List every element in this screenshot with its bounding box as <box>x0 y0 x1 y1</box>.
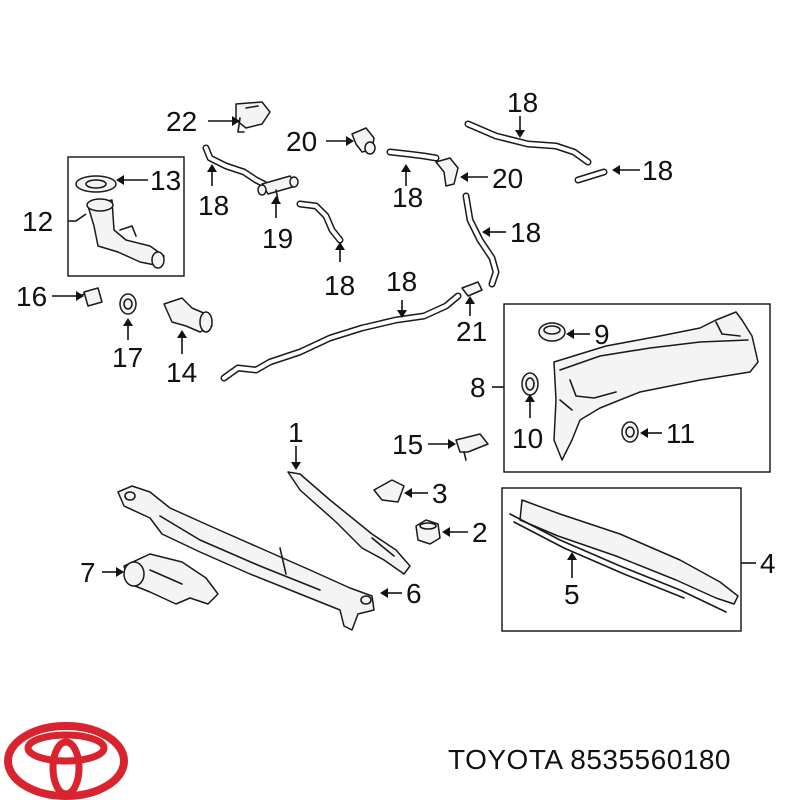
callout-11: 11 <box>666 418 695 449</box>
callout-16: 16 <box>16 281 47 312</box>
callout-8: 8 <box>470 372 486 403</box>
part-6-linkage <box>117 485 375 631</box>
part-22-bracket <box>235 101 271 133</box>
part-14-fitting <box>163 297 213 333</box>
part-11-grommet <box>621 421 639 443</box>
callout-9: 9 <box>594 319 610 350</box>
part-10-grommet <box>521 372 539 396</box>
callout-19: 19 <box>262 223 293 254</box>
callout-18-long-hose: 18 <box>386 266 417 297</box>
part-15-pump <box>455 433 489 461</box>
hose-18-f <box>462 192 500 288</box>
part-13-gasket <box>75 175 117 193</box>
callout-14: 14 <box>166 357 197 388</box>
callout-18-left: 18 <box>198 190 229 221</box>
callout-6: 6 <box>406 578 422 609</box>
part-20-connector-left <box>351 127 376 155</box>
hose-18-e <box>574 168 608 184</box>
callout-20-left: 20 <box>286 126 317 157</box>
callout-10: 10 <box>512 423 543 454</box>
part-7-motor <box>123 553 219 605</box>
callout-5: 5 <box>564 579 580 610</box>
hose-18-b <box>296 200 344 244</box>
frame-8 <box>503 303 771 473</box>
part-19-t-connector <box>257 175 299 201</box>
frame-12 <box>67 156 185 277</box>
part-number-caption: TOYOTA 8535560180 <box>448 744 731 775</box>
part-12-filler-neck <box>86 198 165 269</box>
callout-18-mid: 18 <box>392 182 423 213</box>
callout-7: 7 <box>80 557 96 588</box>
hose-18-a <box>202 144 268 188</box>
leader-lines <box>52 116 756 598</box>
part-1-wiper-arm <box>287 471 411 575</box>
callout-18-mid-left: 18 <box>324 270 355 301</box>
callout-13: 13 <box>150 165 181 196</box>
part-17-grommet <box>119 293 137 315</box>
callout-18-right: 18 <box>642 155 673 186</box>
callout-20-right: 20 <box>492 163 523 194</box>
part-2-nut <box>415 519 441 545</box>
callout-17: 17 <box>112 342 143 373</box>
part-5-blade <box>509 499 739 613</box>
part-16-bulb <box>79 287 103 307</box>
part-3-cap <box>373 479 405 503</box>
callout-18-top: 18 <box>507 87 538 118</box>
callout-21: 21 <box>456 316 487 347</box>
callout-2: 2 <box>472 517 488 548</box>
callout-1: 1 <box>288 417 304 448</box>
part-9-cap <box>538 322 566 342</box>
frame-4 <box>501 487 742 632</box>
part-21-valve <box>461 281 483 297</box>
hose-18-c <box>386 148 440 162</box>
callout-15: 15 <box>392 429 423 460</box>
callout-22: 22 <box>166 106 197 137</box>
callout-18-far-right: 18 <box>510 217 541 248</box>
hose-18-d <box>464 120 592 166</box>
callout-3: 3 <box>432 478 448 509</box>
hose-18-g <box>220 292 462 382</box>
callout-4: 4 <box>760 548 776 579</box>
part-20-connector-right <box>435 157 459 187</box>
callout-12: 12 <box>22 206 53 237</box>
toyota-logo-icon <box>4 722 128 800</box>
part-8-reservoir <box>553 311 759 461</box>
